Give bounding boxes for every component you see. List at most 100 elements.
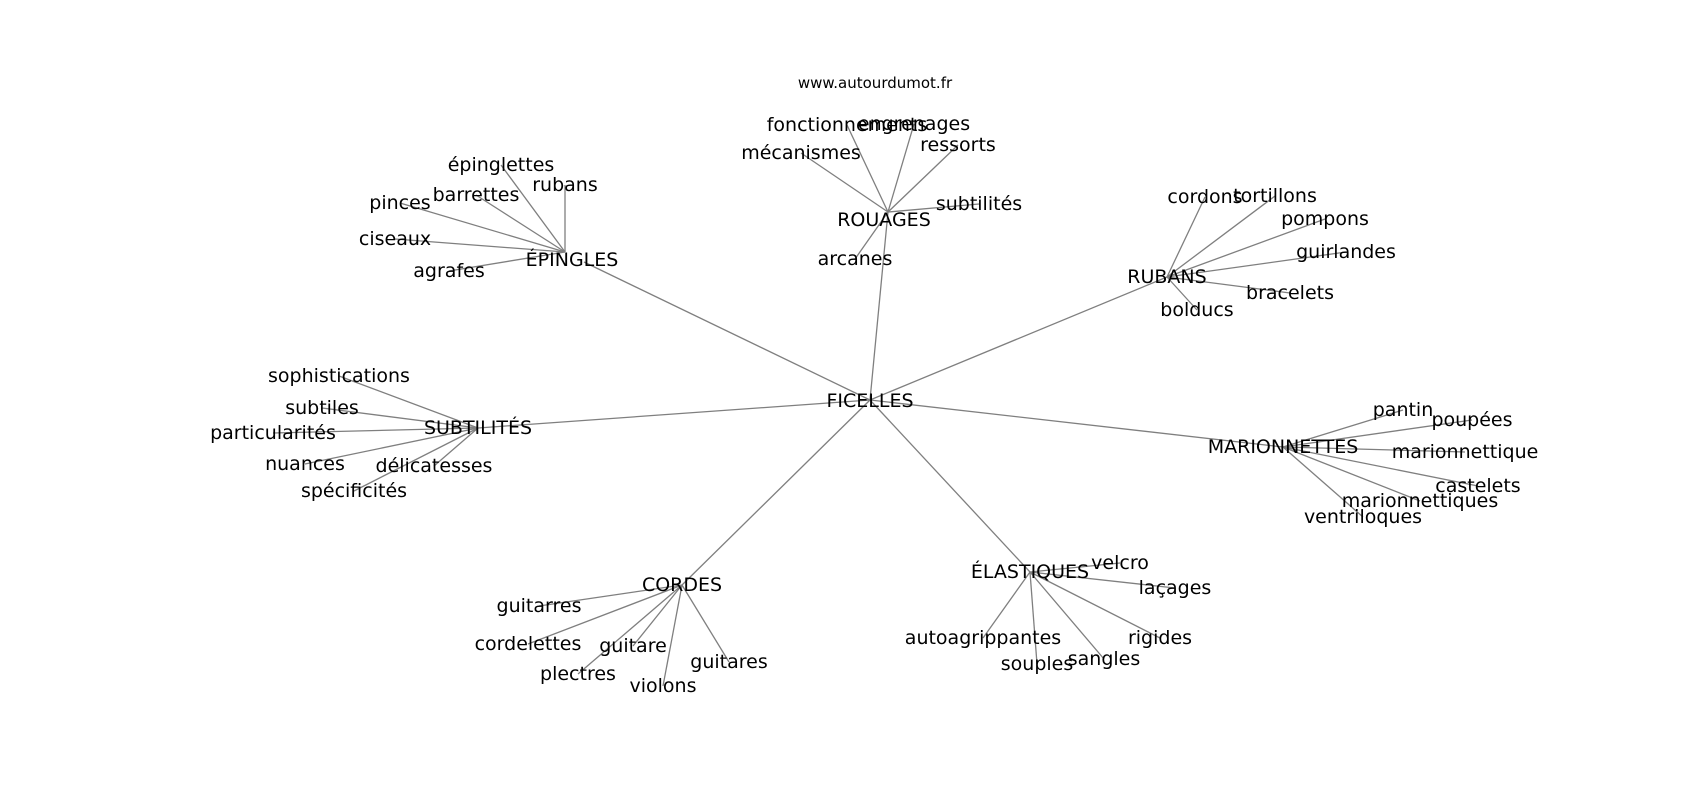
leaf-node-ciseaux: ciseaux [359,228,431,250]
edge-marionnettes-marionnettique [1282,446,1466,453]
edge-elastiques-autoagrippantes [982,571,1031,639]
edge-cordes-violons [662,584,683,687]
leaf-node-pinces: pinces [369,192,430,214]
leaf-node-guitare: guitare [599,635,667,657]
edge-marionnettes-poupees [1282,419,1473,448]
leaf-node-marionnettiques: marionnettiques [1342,490,1499,512]
edge-epingles-pinces [399,202,566,253]
branch-node-elastiques: ÉLASTIQUES [971,560,1089,583]
leaf-node-sophistications: sophistications [268,365,410,387]
leaf-node-fonctionnements: fonctionnements [767,114,928,136]
edge-subtilites-particularites [272,427,479,434]
edge-epingles-ciseaux [394,238,566,253]
edge-layer [272,123,1479,687]
edge-rubans-bolducs [1166,276,1198,311]
edge-root-elastiques [869,399,1031,573]
edge-rubans-cordons [1166,196,1206,278]
leaf-node-plectres: plectres [540,663,616,685]
leaf-node-subtilites: subtilités [936,193,1022,215]
root-node: FICELLES [826,390,913,412]
edge-rouages-mecanismes [800,152,889,213]
leaf-node-tortillons: tortillons [1233,185,1317,207]
edge-root-subtilites [477,399,871,429]
edge-root-rouages [869,211,889,401]
leaf-node-specificites: spécificités [301,480,407,502]
edge-subtilites-delicatesses [433,427,479,467]
leaf-node-engrenages: engrenages [858,113,970,135]
leaf-node-rubans: rubans [532,174,598,196]
source-watermark: www.autourdumot.fr [798,74,953,92]
leaf-node-pantin: pantin [1373,399,1434,421]
leaf-node-epinglettes: épinglettes [448,154,555,176]
leaf-node-guitarres: guitarres [497,595,582,617]
leaf-node-castelets: castelets [1435,475,1520,497]
edge-rouages-arcanes [854,211,889,260]
edge-epingles-barrettes [475,194,566,253]
leaf-node-subtiles: subtiles [285,397,359,419]
branch-node-epingles: ÉPINGLES [526,248,619,271]
edge-root-epingles [583,261,871,401]
edge-rubans-guirlandes [1166,251,1347,278]
leaf-node-guirlandes: guirlandes [1296,241,1396,263]
edge-cordes-cordelettes [527,584,683,645]
branch-node-marionnettes: MARIONNETTES [1208,436,1359,458]
leaf-node-barrettes: barrettes [433,184,520,206]
edge-cordes-plectres [577,584,683,675]
edge-root-rubans [869,276,1168,401]
edge-elastiques-souples [1029,571,1038,665]
edge-subtilites-sophistications [338,375,479,429]
leaf-node-velcro: velcro [1091,552,1149,574]
edge-elastiques-sangles [1029,571,1105,660]
leaf-node-guitares: guitares [690,651,767,673]
edge-root-cordes [681,399,871,586]
leaf-node-arcanes: arcanes [818,248,893,270]
edge-rubans-tortillons [1166,195,1276,278]
edge-elastiques-rigides [1029,571,1161,639]
leaf-node-violons: violons [630,675,697,697]
edge-rouages-engrenages [887,123,915,213]
leaf-node-mecanismes: mécanismes [741,142,861,164]
leaf-node-bolducs: bolducs [1160,299,1233,321]
leaf-node-poupees: poupées [1431,409,1512,431]
edge-rouages-subtilites [887,203,980,213]
edge-marionnettes-pantin [1282,409,1404,448]
leaf-node-rigides: rigides [1128,627,1192,649]
edge-cordes-guitares [681,584,730,663]
edge-rouages-fonctionnements [846,124,889,213]
edge-elastiques-lacages [1029,571,1176,589]
edge-cordes-guitarres [538,584,683,607]
leaf-node-lacages: laçages [1139,577,1212,599]
leaf-node-ventriloques: ventriloques [1304,506,1422,528]
leaf-node-delicatesses: délicatesses [376,455,493,477]
leaf-node-cordons: cordons [1167,186,1242,208]
edge-subtilites-specificites [353,427,479,492]
leaf-node-souples: souples [1001,653,1074,675]
edge-epingles-epinglettes [500,164,566,253]
leaf-node-marionnettique: marionnettique [1392,441,1539,463]
leaf-node-cordelettes: cordelettes [475,633,582,655]
leaf-node-nuances: nuances [265,453,345,475]
edge-subtilites-subtiles [321,407,479,429]
leaf-node-ressorts: ressorts [920,134,996,156]
edge-rouages-ressorts [887,144,959,213]
branch-node-rouages: ROUAGES [837,209,931,231]
leaf-node-autoagrippantes: autoagrippantes [905,627,1061,649]
edge-rubans-pompons [1166,218,1326,278]
leaf-node-particularites: particularités [210,422,336,444]
edge-rubans-bracelets [1166,276,1291,294]
edge-marionnettes-castelets [1282,446,1479,487]
edge-epingles-agrafes [448,251,566,272]
leaf-node-pompons: pompons [1281,208,1369,230]
branch-node-cordes: CORDES [642,574,722,596]
edge-marionnettes-marionnettiques [1282,446,1421,502]
edge-elastiques-velcro [1029,562,1121,573]
edge-cordes-guitare [632,584,683,647]
edge-marionnettes-ventriloques [1282,446,1364,518]
leaf-node-agrafes: agrafes [413,260,484,282]
branch-node-subtilites: SUBTILITÉS [424,416,532,439]
leaf-node-sangles: sangles [1068,648,1141,670]
edge-subtilites-nuances [304,427,479,465]
leaf-node-bracelets: bracelets [1246,282,1334,304]
